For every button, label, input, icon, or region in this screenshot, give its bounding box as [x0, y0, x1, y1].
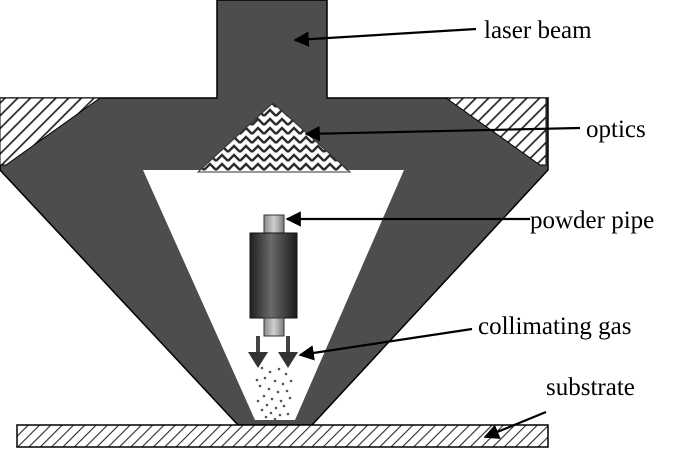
collimating-gas-label: collimating gas — [478, 313, 631, 340]
leader-arrows — [285, 27, 581, 439]
substrate-leader — [483, 410, 547, 439]
nozzle-body — [0, 0, 549, 426]
collimating-gas-arrows — [248, 336, 298, 368]
laser-beam-leader — [293, 27, 477, 47]
substrate-label: substrate — [546, 374, 635, 401]
collimating-gas-leader — [298, 327, 473, 361]
powder-stream — [255, 366, 293, 421]
optics-leader — [304, 125, 581, 142]
laser-beam-label: laser beam — [484, 17, 592, 44]
powder-pipe-label: powder pipe — [530, 207, 654, 234]
right-hatched-wall — [444, 97, 547, 166]
substrate-plate — [16, 424, 549, 448]
powder-pipe — [249, 214, 298, 337]
optics-label: optics — [586, 116, 646, 143]
left-hatched-wall — [0, 97, 102, 166]
